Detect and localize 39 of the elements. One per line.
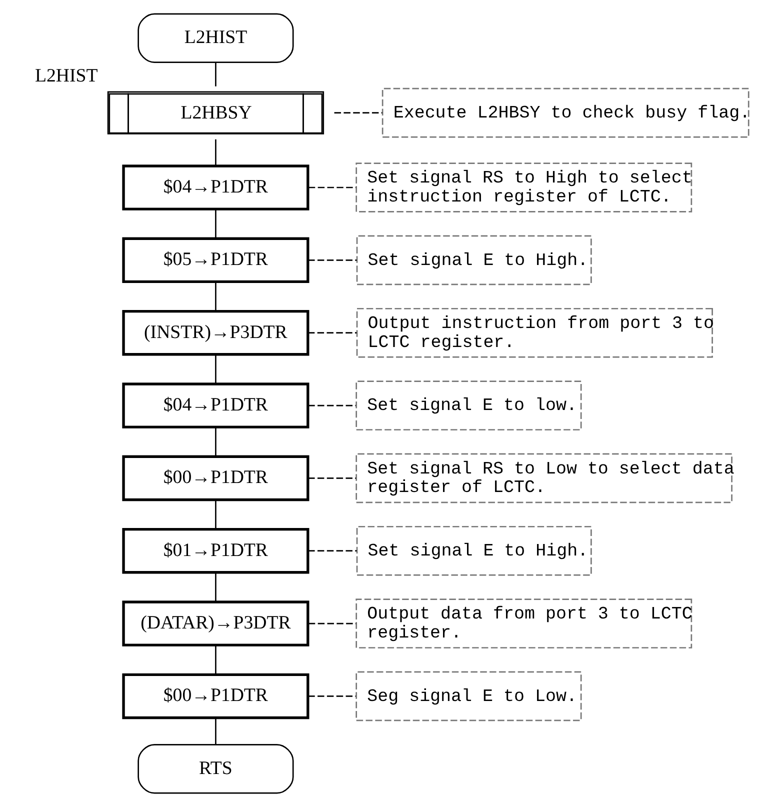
connector	[308, 478, 356, 479]
connector	[308, 404, 356, 406]
node-box: (DATAR)→P3DTR	[122, 600, 309, 646]
connector	[214, 500, 216, 530]
node-box: $01→P1DTR	[122, 528, 309, 574]
connector	[214, 62, 216, 86]
node-box: Output instruction from port 3 to LCTC register.	[356, 308, 712, 358]
connector	[308, 186, 356, 188]
node-box: (INSTR)→P3DTR	[122, 310, 309, 356]
node-box: $00→P1DTR	[122, 455, 309, 502]
node-box: Execute L2HBSY to check busy flag.	[381, 88, 749, 138]
node-box: RTS	[137, 744, 294, 794]
node-box: $05→P1DTR	[122, 237, 309, 284]
node-box: L2HIST	[137, 13, 294, 64]
node-box: Set signal E to low.	[355, 380, 582, 430]
node-box: Set signal E to High.	[356, 526, 592, 576]
node-box: $04→P1DTR	[122, 164, 309, 210]
connector	[334, 112, 382, 114]
node-label: L2HIST	[34, 65, 98, 86]
connector	[308, 622, 356, 624]
connector	[214, 282, 216, 312]
node-box: Output data from port 3 to LCTC register.	[355, 598, 692, 648]
connector	[214, 572, 216, 602]
node-box: Set signal RS to High to select instruction register of LCTC.	[355, 162, 692, 212]
node-box: $04→P1DTR	[122, 382, 309, 428]
connector	[214, 645, 216, 674]
node-box: Seg signal E to Low.	[355, 671, 582, 722]
node-box: $00→P1DTR	[122, 673, 309, 720]
connector	[214, 718, 216, 745]
connector	[214, 209, 216, 238]
connector	[214, 427, 216, 456]
node-box: Set signal RS to Low to select data register of LCTC.	[355, 453, 732, 504]
node-box: Set signal E to High.	[356, 235, 592, 286]
connector	[308, 550, 356, 552]
connector	[308, 260, 356, 261]
connector	[214, 139, 216, 166]
connector	[214, 354, 216, 384]
connector	[308, 696, 356, 697]
connector	[307, 332, 356, 334]
